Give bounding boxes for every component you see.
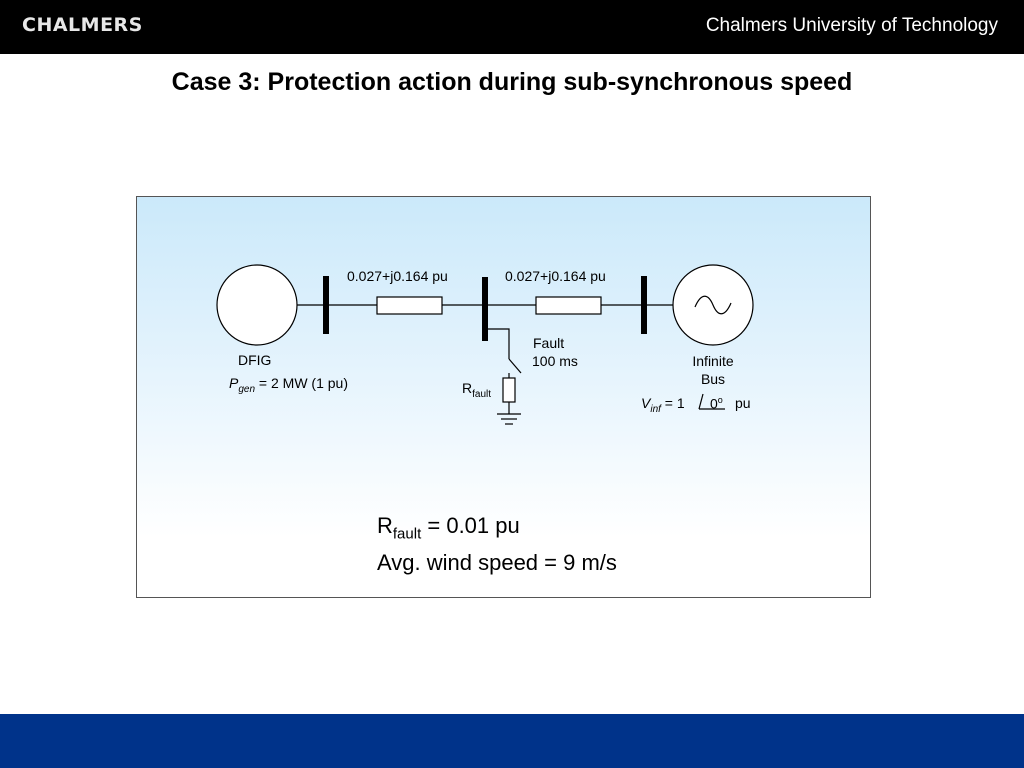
line-2-impedance-label: 0.027+j0.164 pu [505,268,606,284]
rfault-parameter-value: = 0.01 pu [427,513,520,538]
rfault-parameter: Rfault = 0.01 pu [377,513,520,542]
angle-symbol-icon [698,393,704,410]
vinf-angle-label: 0o [710,395,723,412]
vinf-symbol: V [641,395,651,411]
rfault-parameter-subscript: fault [392,525,422,543]
wind-speed-parameter: Avg. wind speed = 9 m/s [377,550,617,575]
dfig-label: DFIG [238,352,272,368]
rfault-diagram-symbol: R [462,380,473,396]
fault-duration-label: 100 ms [532,353,578,369]
fault-resistor-symbol [502,377,516,403]
rfault-parameter-symbol: R [377,513,393,538]
line-1-impedance-label: 0.027+j0.164 pu [347,268,448,284]
vinf-unit-label: pu [735,395,751,411]
vinf-value: = 1 [664,395,685,411]
infinite-bus-label: Infinite Bus [677,352,749,388]
slide-title: Case 3: Protection action during sub-syn… [171,68,853,96]
fault-label: Fault [533,335,565,351]
circuit-diagram [216,264,754,425]
pgen-value: = 2 MW (1 pu) [258,375,349,391]
line-2-impedance-symbol [535,296,602,315]
degree-symbol: o [717,395,723,405]
circuit-diagram-panel: 0.027+j0.164 pu 0.027+j0.164 pu DFIG Pge… [136,196,871,598]
infinite-bus-line2: Bus [700,371,726,387]
line-1-impedance-symbol [376,296,443,315]
header-bar: CHALMERS Chalmers University of Technolo… [0,0,1024,54]
rfault-diagram-subscript: fault [472,388,492,400]
pgen-subscript: gen [238,383,256,395]
vinf-label: Vinf = 1 [641,395,685,415]
vinf-angle-value: 0 [710,395,718,412]
fault-switch-symbol [508,358,522,374]
infinite-bus-line1: Infinite [692,353,734,369]
university-name: Chalmers University of Technology [705,15,998,36]
vinf-subscript: inf [650,403,661,415]
pgen-symbol: P [229,375,239,391]
dfig-generator-symbol [216,264,298,346]
rfault-diagram-label: Rfault [462,380,491,400]
fault-branch-conductor [485,328,510,359]
footer-bar [0,714,1024,768]
pgen-label: Pgen = 2 MW (1 pu) [229,375,348,395]
chalmers-logo: CHALMERS [22,14,143,36]
ac-source-sine-icon [694,295,732,315]
